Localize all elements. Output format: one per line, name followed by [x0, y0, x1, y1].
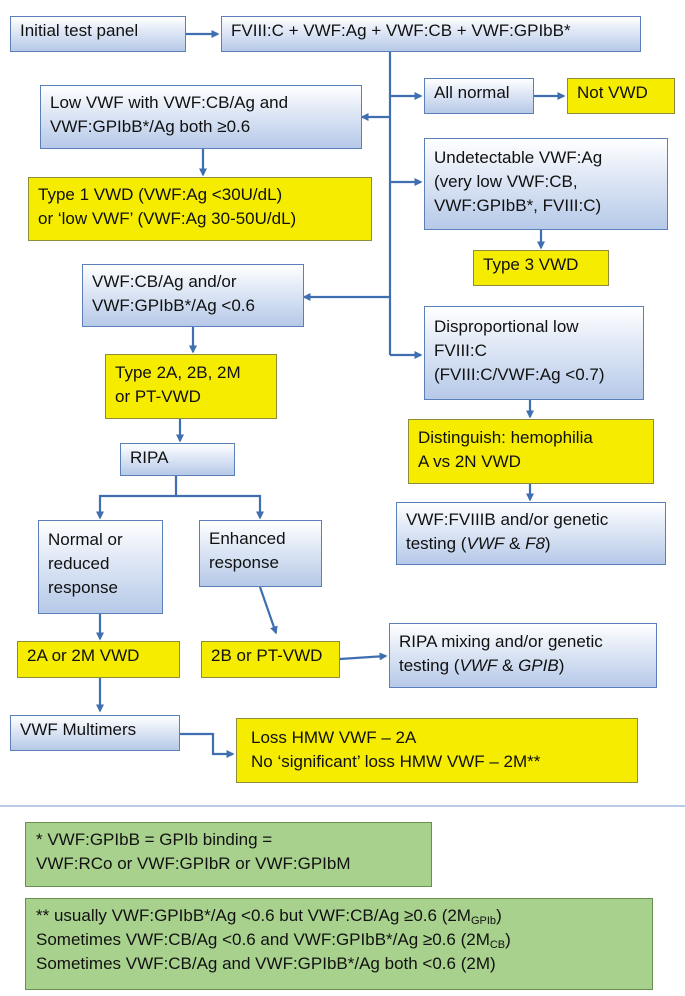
- ripa-gene-vwf: VWF: [459, 656, 498, 675]
- normal-reduced-line-1: Normal or: [48, 530, 123, 549]
- all-normal-box: All normal: [424, 78, 534, 114]
- ripa-mixing-line-2-post: ): [558, 656, 565, 675]
- cb-ag-low-line-2: VWF:GPIbB*/Ag <0.6: [92, 296, 255, 315]
- arrow-2bpt-to-ripa-mix: [339, 652, 388, 661]
- ripa-fork-line-right: [176, 494, 264, 520]
- footnote-2m: ** usually VWF:GPIbB*/Ag <0.6 but VWF:CB…: [25, 898, 653, 990]
- loss-hmw-line-2: No ‘significant’ loss HMW VWF – 2M**: [251, 752, 541, 771]
- footnote-2m-line-1: ** usually VWF:GPIbB*/Ag <0.6 but VWF:CB…: [36, 904, 642, 928]
- cb-ag-low-line-1: VWF:CB/Ag and/or: [92, 272, 237, 291]
- dispro-line-1: Disproportional low: [434, 317, 579, 336]
- ripa-mixing-line-2: testing (VWF & GPIB): [399, 654, 647, 678]
- low-vwf-box: Low VWF with VWF:CB/Ag and VWF:GPIbB*/Ag…: [40, 85, 362, 149]
- fviiib-line-2: testing (VWF & F8): [406, 532, 656, 556]
- type3-label: Type 3 VWD: [483, 255, 579, 274]
- not-vwd-box: Not VWD: [567, 78, 675, 114]
- distinguish-line-2: A vs 2N VWD: [418, 452, 521, 471]
- footnote-gpibb-line-1: * VWF:GPIbB = GPIb binding =: [36, 830, 273, 849]
- distinguish-line-1: Distinguish: hemophilia: [418, 428, 593, 447]
- type3-box: Type 3 VWD: [473, 250, 609, 286]
- footnote-2m-line-1-sub: GPIb: [470, 915, 497, 927]
- footnote-gpibb: * VWF:GPIbB = GPIb binding = VWF:RCo or …: [25, 822, 432, 887]
- normal-reduced-box: Normal or reduced response: [38, 520, 163, 614]
- footnote-2m-line-3: Sometimes VWF:CB/Ag and VWF:GPIbB*/Ag bo…: [36, 954, 496, 973]
- fviiib-line-2-mid: &: [504, 534, 526, 553]
- fviiib-box: VWF:FVIIIB and/or genetic testing (VWF &…: [396, 502, 666, 565]
- footnote-2m-line-2-text: Sometimes VWF:CB/Ag <0.6 and VWF:GPIbB*/…: [36, 930, 490, 949]
- fviiib-line-1: VWF:FVIIIB and/or genetic: [406, 510, 609, 529]
- dispro-line-3: (FVIII:C/VWF:Ag <0.7): [434, 365, 605, 384]
- fviiib-gene-f8: F8: [525, 534, 545, 553]
- dispro-line-2: FVIII:C: [434, 341, 487, 360]
- low-vwf-line-2: VWF:GPIbB*/Ag both ≥0.6: [50, 117, 251, 136]
- arrow-multimers-to-loss: [180, 732, 235, 758]
- undetectable-line-2: (very low VWF:CB,: [434, 172, 578, 191]
- distinguish-box: Distinguish: hemophilia A vs 2N VWD: [408, 419, 654, 484]
- initial-test-panel-label: Initial test panel: [20, 21, 139, 40]
- ripa-mixing-line-1: RIPA mixing and/or genetic: [399, 632, 603, 651]
- undetectable-line-3: VWF:GPIbB*, FVIII:C): [434, 196, 602, 215]
- footnote-gpibb-line-2: VWF:RCo or VWF:GPIbR or VWF:GPIbM: [36, 854, 351, 873]
- multimers-label: VWF Multimers: [20, 720, 137, 739]
- footnote-2m-line-2: Sometimes VWF:CB/Ag <0.6 and VWF:GPIbB*/…: [36, 928, 642, 952]
- enhanced-line-1: Enhanced: [209, 529, 286, 548]
- footnote-2m-line-1-text: ** usually VWF:GPIbB*/Ag <0.6 but VWF:CB…: [36, 906, 471, 925]
- 2b-pt-label: 2B or PT-VWD: [211, 646, 323, 665]
- ripa-mixing-line-2-mid: &: [497, 656, 519, 675]
- undetectable-line-1: Undetectable VWF:Ag: [434, 148, 603, 167]
- footnote-2m-line-2-sub: CB: [489, 939, 506, 951]
- low-vwf-line-1: Low VWF with VWF:CB/Ag and: [50, 93, 289, 112]
- dispro-box: Disproportional low FVIII:C (FVIII:C/VWF…: [424, 306, 644, 400]
- ripa-gene-gpib: GPIB: [518, 656, 559, 675]
- normal-reduced-line-2: reduced: [48, 554, 110, 573]
- 2a-2m-label: 2A or 2M VWD: [27, 646, 140, 665]
- type2-line-1: Type 2A, 2B, 2M: [115, 363, 241, 382]
- type2-box: Type 2A, 2B, 2M or PT-VWD: [105, 354, 277, 419]
- type1-line-2: or ‘low VWF’ (VWF:Ag 30-50U/dL): [38, 209, 297, 228]
- multimers-box: VWF Multimers: [10, 715, 180, 751]
- normal-reduced-line-3: response: [48, 578, 118, 597]
- ripa-mixing-box: RIPA mixing and/or genetic testing (VWF …: [389, 623, 657, 688]
- test-panel-box: FVIII:C + VWF:Ag + VWF:CB + VWF:GPIbB*: [221, 16, 641, 52]
- ripa-mixing-line-2-pre: testing (: [399, 656, 460, 675]
- fviiib-line-2-pre: testing (: [406, 534, 467, 553]
- 2a-2m-box: 2A or 2M VWD: [17, 641, 180, 678]
- ripa-label: RIPA: [130, 448, 169, 467]
- fviiib-line-2-post: ): [544, 534, 551, 553]
- cb-ag-low-box: VWF:CB/Ag and/or VWF:GPIbB*/Ag <0.6: [82, 264, 304, 327]
- 2b-pt-box: 2B or PT-VWD: [201, 641, 340, 678]
- loss-hmw-box: Loss HMW VWF – 2A No ‘significant’ loss …: [236, 718, 638, 783]
- footnote-2m-line-1-close: ): [496, 906, 502, 925]
- footnote-2m-line-2-close: ): [505, 930, 511, 949]
- undetectable-box: Undetectable VWF:Ag (very low VWF:CB, VW…: [424, 138, 668, 230]
- type1-box: Type 1 VWD (VWF:Ag <30U/dL) or ‘low VWF’…: [28, 177, 372, 241]
- enhanced-line-2: response: [209, 553, 279, 572]
- ripa-fork-line: [96, 476, 178, 520]
- all-normal-label: All normal: [434, 83, 510, 102]
- initial-test-panel-box: Initial test panel: [10, 16, 186, 52]
- ripa-box: RIPA: [120, 443, 235, 476]
- fviiib-gene-vwf: VWF: [466, 534, 505, 553]
- type1-line-1: Type 1 VWD (VWF:Ag <30U/dL): [38, 185, 283, 204]
- arrow-enhanced-to-2bpt: [258, 586, 278, 635]
- test-panel-label: FVIII:C + VWF:Ag + VWF:CB + VWF:GPIbB*: [231, 21, 571, 40]
- type2-line-2: or PT-VWD: [115, 387, 201, 406]
- loss-hmw-line-1: Loss HMW VWF – 2A: [251, 728, 417, 747]
- enhanced-box: Enhanced response: [199, 520, 322, 587]
- not-vwd-label: Not VWD: [577, 83, 648, 102]
